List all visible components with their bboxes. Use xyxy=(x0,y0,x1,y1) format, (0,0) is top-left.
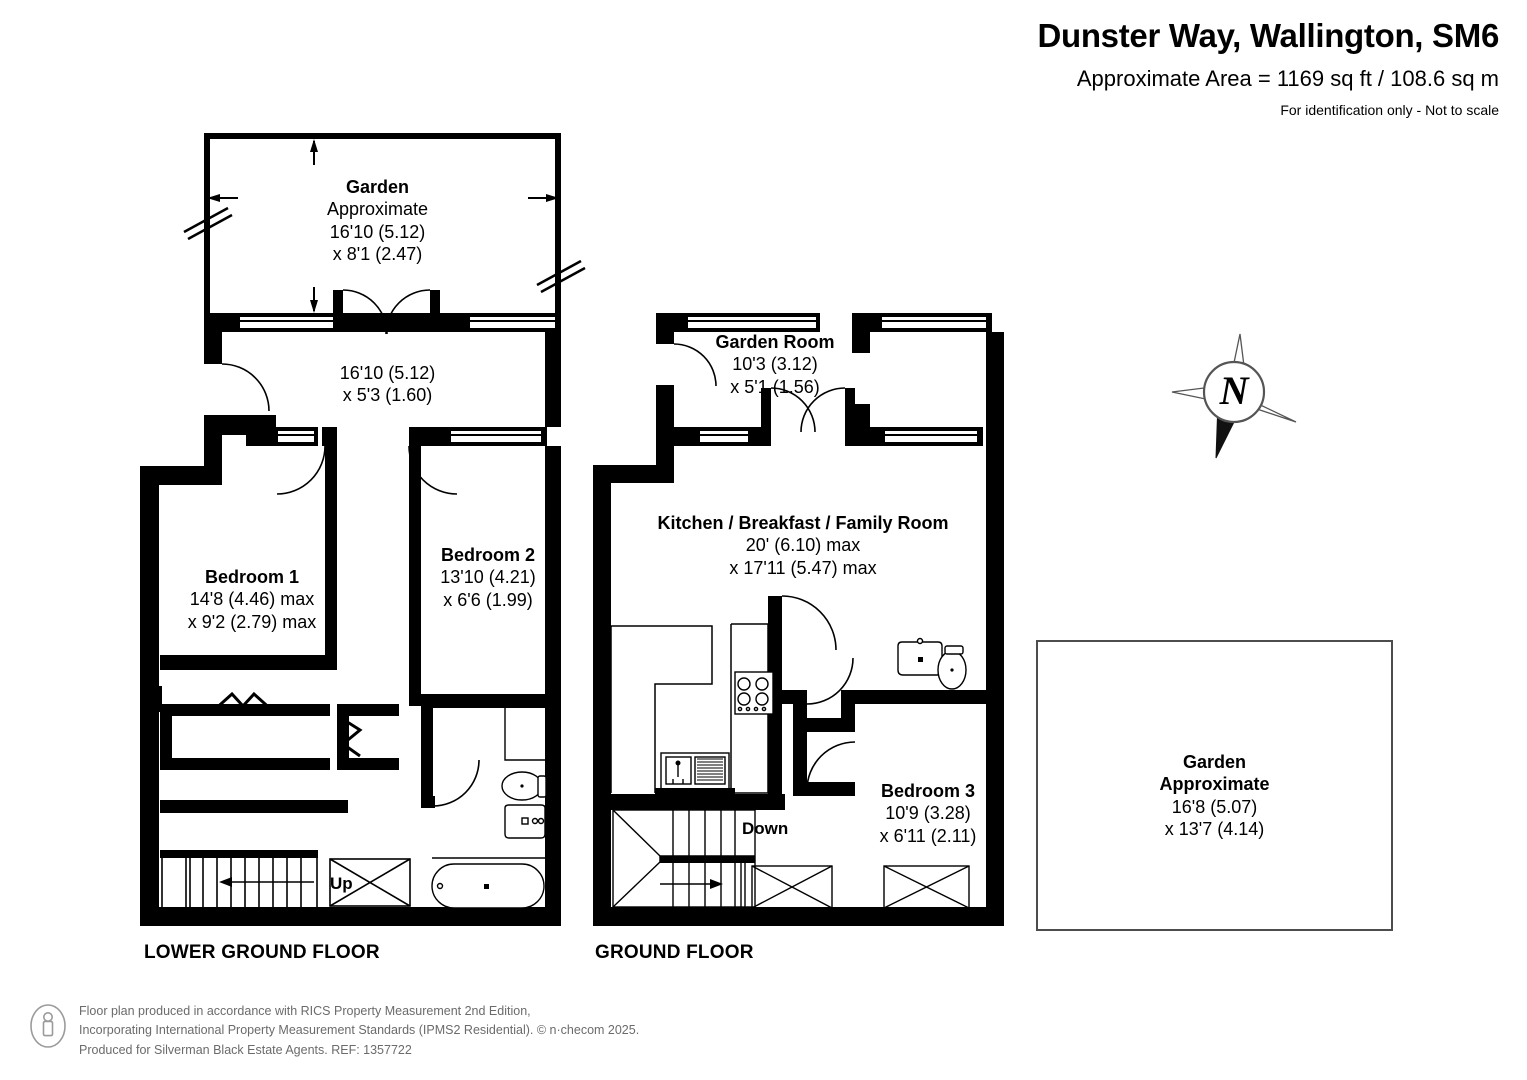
stair-direction-down: Down xyxy=(742,819,789,838)
page-title: Dunster Way, Wallington, SM6 xyxy=(1037,17,1499,54)
room-dimension-1: 16'10 (5.12) xyxy=(339,363,436,383)
room-dimension-1: 20' (6.10) max xyxy=(745,535,861,556)
room-dimension-2: x 17'11 (5.47) max xyxy=(729,557,877,578)
floor-label-lower-ground: LOWER GROUND FLOOR xyxy=(144,942,380,963)
garden-box-subtitle: Approximate xyxy=(1159,774,1270,795)
identification-notice: For identification only - Not to scale xyxy=(1280,101,1499,118)
room-subtitle: Approximate xyxy=(326,199,429,220)
garden-box-outline xyxy=(1036,640,1393,931)
room-dimension-2: x 6'6 (1.99) xyxy=(443,589,533,610)
room-name: Bedroom 3 xyxy=(880,781,976,801)
room-label-kitchen-breakfast-family-room: Kitchen / Breakfast / Family Room 20' (6… xyxy=(627,512,979,579)
room-dimension-1: 10'3 (3.12) xyxy=(732,354,818,375)
plan-header: Dunster Way, Wallington, SM6 Approximate… xyxy=(1037,17,1499,118)
room-name: Garden xyxy=(345,177,410,197)
footer-disclaimer: Floor plan produced in accordance with R… xyxy=(79,1002,639,1060)
footer-line-1: Floor plan produced in accordance with R… xyxy=(79,1004,531,1018)
room-label-garden-room: Garden Room 10'3 (3.12) x 5'1 (1.56) xyxy=(680,331,870,398)
garden-box-dimension-1: 16'8 (5.07) xyxy=(1171,796,1258,817)
lower-ground-floor-walls xyxy=(140,133,586,926)
room-dimension-1: 10'9 (3.28) xyxy=(885,803,971,824)
garden-box-dimension-2: x 13'7 (4.14) xyxy=(1164,818,1265,839)
footer-line-3: Produced for Silverman Black Estate Agen… xyxy=(79,1042,412,1057)
room-dimension-1: 16'10 (5.12) xyxy=(329,221,426,242)
footer-line-2: Incorporating International Property Mea… xyxy=(79,1023,640,1038)
floor-label-ground: GROUND FLOOR xyxy=(595,942,754,963)
room-label-bedroom-1: Bedroom 1 14'8 (4.46) max x 9'2 (2.79) m… xyxy=(156,566,348,633)
room-dimension-1: 14'8 (4.46) max xyxy=(189,589,315,610)
person-info-icon xyxy=(30,1004,66,1048)
stair-direction-up: Up xyxy=(330,874,353,893)
room-label-garden-lower: Garden Approximate 16'10 (5.12) x 8'1 (2… xyxy=(285,176,470,265)
room-name: Bedroom 1 xyxy=(204,567,300,587)
garden-box-name: Garden xyxy=(1182,752,1247,772)
room-dimension-2: x 6'11 (2.11) xyxy=(879,825,977,846)
room-dimension-2: x 5'1 (1.56) xyxy=(730,376,820,397)
room-dimension-2: x 9'2 (2.79) max xyxy=(187,611,317,632)
compass-rose: N xyxy=(1171,333,1297,459)
ground-floor-walls xyxy=(593,313,1004,926)
room-name: Kitchen / Breakfast / Family Room xyxy=(657,513,949,533)
approximate-area: Approximate Area = 1169 sq ft / 108.6 sq… xyxy=(1076,65,1499,91)
room-name: Bedroom 2 xyxy=(440,545,536,565)
plan-footer: Floor plan produced in accordance with R… xyxy=(28,1002,639,1060)
room-label-bedroom-3: Bedroom 3 10'9 (3.28) x 6'11 (2.11) xyxy=(833,780,1023,847)
room-dimension-2: x 8'1 (2.47) xyxy=(332,243,423,264)
room-dimension-1: 13'10 (4.21) xyxy=(440,567,536,588)
room-label-hallway-lower: 16'10 (5.12) x 5'3 (1.60) xyxy=(295,362,480,407)
room-dimension-2: x 5'3 (1.60) xyxy=(342,385,433,406)
room-label-bedroom-2: Bedroom 2 13'10 (4.21) x 6'6 (1.99) xyxy=(393,544,583,611)
svg-text:N: N xyxy=(1219,368,1251,413)
room-name: Garden Room xyxy=(715,332,835,352)
garden-box-label: Garden Approximate 16'8 (5.07) x 13'7 (4… xyxy=(1122,751,1307,840)
